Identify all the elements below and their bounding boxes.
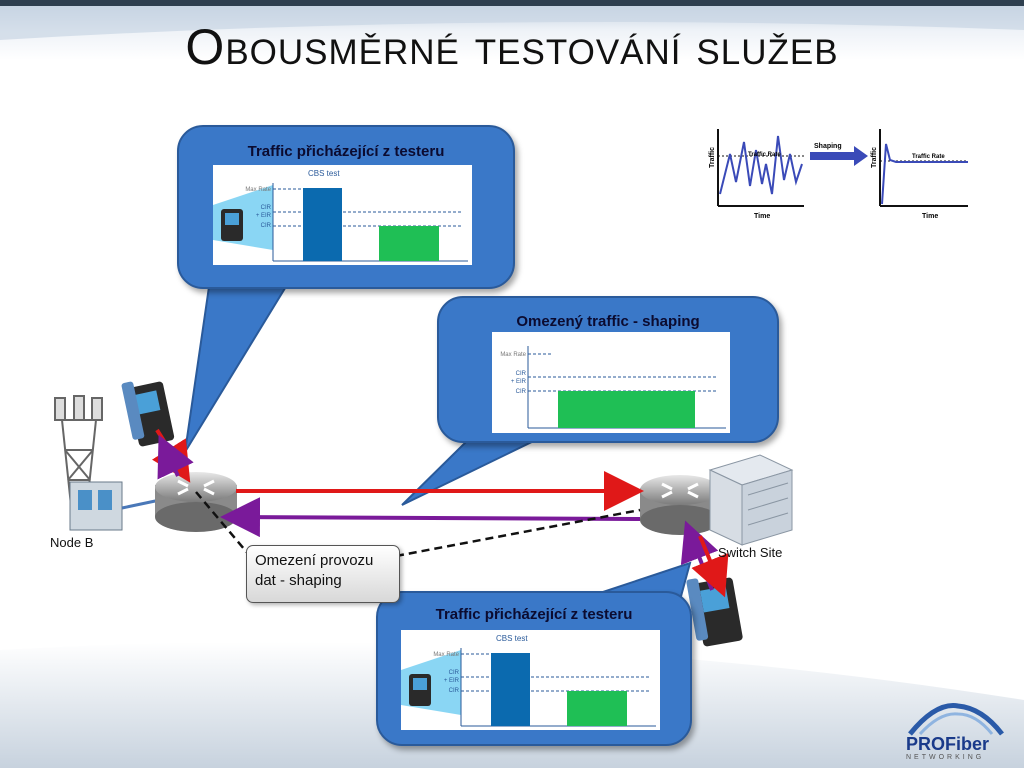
- bar-cir: [567, 691, 627, 726]
- bar-max-rate: [303, 188, 342, 261]
- note-line-2: dat - shaping: [255, 572, 342, 589]
- cbs-test-chart: CBS test Max Rate CIR + EIR CIR: [213, 169, 468, 262]
- svg-text:Shaping: Shaping: [814, 143, 842, 150]
- svg-text:+ EIR: + EIR: [444, 678, 460, 684]
- logo-name: PROFiber: [906, 734, 990, 754]
- switch-site-label: Switch Site: [718, 545, 783, 560]
- chart-caption: CBS test: [308, 169, 340, 178]
- bubble-title: Omezený traffic - shaping: [516, 313, 700, 330]
- traffic-before-shaping: Traffic Traffic Rate Time: [709, 129, 804, 220]
- bubble-title: Traffic přicházející z testeru: [247, 143, 445, 160]
- svg-text:CIR: CIR: [261, 205, 272, 211]
- red-arrow-right-tester: [691, 535, 729, 598]
- bubble-tail-middle: [401, 437, 541, 506]
- shaping-illustration: Traffic Traffic Rate Time Shaping Traffi…: [709, 129, 968, 220]
- cell-tower-icon: [54, 395, 103, 516]
- svg-text:Traffic: Traffic: [709, 147, 716, 168]
- svg-text:+ EIR: + EIR: [511, 379, 527, 385]
- base-station-icon: [69, 481, 123, 531]
- chart-panel-top: CBS test Max Rate CIR + EIR CIR: [213, 165, 472, 265]
- dashed-line-right: [395, 508, 641, 558]
- bubble-title: Traffic přicházející z testeru: [435, 606, 633, 623]
- bar-max-rate: [491, 653, 530, 726]
- profiber-logo-icon: [908, 703, 1004, 736]
- server-rack-icon: [708, 454, 794, 546]
- traffic-after-shaping: Traffic Traffic Rate Time: [871, 129, 968, 220]
- svg-text:Max Rate: Max Rate: [245, 187, 271, 193]
- svg-text:Time: Time: [922, 213, 938, 220]
- logo-subtitle: NETWORKING: [906, 754, 985, 761]
- dashed-line-left: [195, 491, 251, 557]
- shaping-note-box: Omezení provozu dat - shaping: [246, 545, 400, 603]
- chart-panel-middle: Max Rate CIR + EIR CIR: [492, 332, 730, 433]
- svg-text:CIR: CIR: [261, 223, 272, 229]
- svg-text:+ EIR: + EIR: [256, 213, 272, 219]
- svg-text:CIR: CIR: [516, 389, 527, 395]
- bubble-tail-top: [184, 279, 292, 453]
- node-b-label: Node B: [50, 535, 94, 550]
- svg-text:Max Rate: Max Rate: [500, 352, 526, 358]
- shaping-arrow: Shaping: [810, 143, 868, 166]
- svg-text:CIR: CIR: [449, 688, 460, 694]
- svg-text:Traffic Rate: Traffic Rate: [748, 152, 781, 158]
- tester-device-right-icon: [686, 577, 743, 647]
- svg-text:Time: Time: [754, 213, 770, 220]
- svg-text:Traffic: Traffic: [871, 147, 878, 168]
- tester-device-icon: [121, 381, 175, 447]
- svg-text:CIR: CIR: [449, 670, 460, 676]
- purple-arrow-back: [220, 497, 641, 538]
- top-bar: [0, 0, 1024, 6]
- svg-text:Max Rate: Max Rate: [433, 652, 459, 658]
- bar-shaped: [558, 391, 695, 428]
- svg-text:CIR: CIR: [516, 371, 527, 377]
- shaped-traffic-chart: Max Rate CIR + EIR CIR: [500, 346, 726, 429]
- router-right-icon: [640, 475, 720, 535]
- router-left-icon: [155, 472, 237, 532]
- svg-text:Traffic Rate: Traffic Rate: [912, 154, 945, 160]
- note-line-1: Omezení provozu: [255, 552, 374, 569]
- slide-title: Obousměrné testování služeb: [185, 19, 839, 75]
- bar-cir: [379, 226, 439, 261]
- chart-caption: CBS test: [496, 634, 528, 643]
- purple-arrow-left-tester: [157, 434, 194, 480]
- chart-panel-bottom: CBS test Max Rate CIR + EIR CIR: [401, 630, 660, 730]
- cbs-test-chart-bottom: CBS test Max Rate CIR + EIR CIR: [401, 634, 656, 727]
